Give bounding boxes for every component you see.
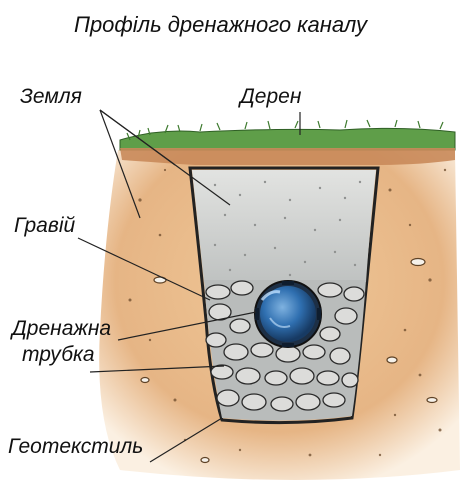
label-turf: Дерен [240, 85, 302, 108]
turf-layer [119, 127, 456, 151]
label-pipe-line2: трубка [22, 343, 95, 366]
trench-geotextile [188, 166, 380, 425]
label-geotextile: Геотекстиль [8, 435, 144, 458]
turf-soil-band [120, 148, 455, 165]
grass-blades [126, 119, 444, 141]
label-pipe-line1: Дренажна [12, 317, 112, 340]
fine-gravel-dots [213, 180, 362, 277]
drain-pipe [254, 280, 322, 348]
coarse-stones [205, 280, 365, 412]
leader-lines [77, 109, 301, 463]
label-gravel: Гравій [14, 214, 76, 237]
diagram-title: Профіль дренажного каналу [74, 12, 368, 37]
label-earth: Земля [20, 85, 82, 108]
fine-gravel-fill [192, 170, 376, 282]
